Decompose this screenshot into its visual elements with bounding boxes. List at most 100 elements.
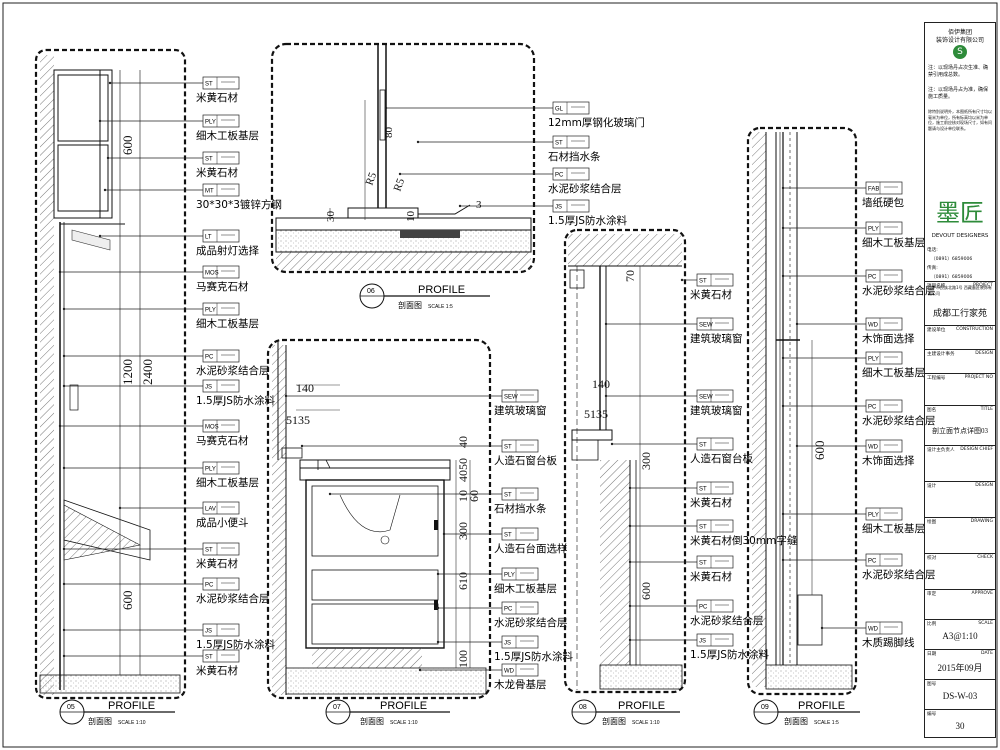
scale-label: 比例 (927, 622, 937, 627)
dim-06-6: 3 (476, 199, 482, 211)
profile-05-scale: SCALE 1:10 (118, 720, 146, 726)
sheet-label: 编号 (927, 712, 937, 717)
profile-05-number: 05 (67, 704, 75, 711)
callout-tag-box (696, 481, 734, 495)
company-name-2: 装饰设计有限公司 (935, 37, 984, 44)
callout-text: 石材挡水条 (548, 150, 601, 163)
callout-tag-box (865, 181, 903, 195)
profile-07-boundary (266, 338, 492, 700)
callout-code: PLY (504, 573, 515, 579)
callout-08-4: ST 米黄石材 (628, 481, 734, 509)
callout-code: PC (205, 583, 214, 589)
project-no-label-en: PROJECT NO (964, 375, 993, 380)
profile-06-boundary (270, 42, 536, 274)
dim-07-8: 300 (456, 522, 470, 540)
callout-tag-box (696, 519, 734, 533)
callout-tag-box (696, 599, 734, 613)
callout-code: ST (205, 157, 213, 163)
callout-text: 水泥砂浆结合层 (196, 364, 270, 377)
dim-08-4: 300 (639, 452, 653, 470)
dim-06-3: R5 (392, 176, 408, 193)
callout-text: 建筑玻璃窗 (690, 332, 743, 345)
company-logo-icon: S (953, 45, 967, 59)
callout-tag-box (501, 663, 539, 677)
date-value: 2015年09月 (937, 663, 983, 673)
profile-06-number: 06 (367, 288, 375, 295)
callout-text: 木龙骨基层 (494, 678, 547, 691)
design-label-en: DESIGN (975, 351, 993, 356)
dim-05-4: 600 (120, 591, 135, 611)
callout-text: 建筑玻璃窗 (494, 404, 547, 417)
profile-09-boundary (746, 126, 858, 696)
profile-09-title: PROFILE (798, 700, 845, 712)
callout-tag-box (552, 167, 590, 181)
callout-text: 细木工板基层 (494, 582, 557, 595)
dim-06-5: 10 (405, 211, 417, 223)
approve-label: 审定 (927, 592, 937, 597)
dim-08-5: 600 (639, 582, 653, 600)
callout-09-9: WD 木质踢脚线 (820, 621, 915, 649)
dim-06-4: 30 (325, 211, 337, 223)
callout-code: ST (205, 82, 213, 88)
callout-tag-box (202, 649, 240, 663)
project-name: 成都工行家苑 (932, 308, 987, 318)
dim-07-6: 40 (456, 470, 470, 482)
callout-code: ST (699, 487, 707, 493)
dim-05-3: 2400 (140, 359, 155, 385)
callout-text: 墙纸硬包 (862, 196, 904, 209)
callout-code: JS (205, 629, 212, 635)
callout-code: SEW (699, 395, 713, 401)
callout-tag-box (552, 101, 590, 115)
project-label: 项目名称 (927, 284, 946, 289)
callout-tag-box (202, 229, 240, 243)
tel-label: 电话: (927, 248, 938, 253)
callout-code: PC (555, 173, 564, 179)
drawing-no-label: 图号 (927, 682, 937, 687)
callout-tag-box (865, 317, 903, 331)
callout-text: 米黄石材 (196, 166, 238, 179)
design-label: 主建设计事务 (927, 352, 955, 357)
callout-text: 米黄石材倒30mm字缝 (690, 534, 798, 547)
callout-05-8: JS1.5厚JS防水涂料 (62, 379, 275, 407)
callout-tag-box (202, 461, 240, 475)
callout-tag-box (202, 183, 240, 197)
callout-code: PC (868, 559, 877, 565)
callout-code: SEW (699, 323, 713, 329)
callout-code: WD (868, 627, 879, 633)
profile-08-scale: SCALE 1:10 (632, 720, 660, 726)
dim-05-2: 1200 (120, 359, 135, 385)
date-label-en: DATE (981, 651, 993, 656)
callout-code: PLY (868, 227, 879, 233)
callout-code: WD (868, 445, 879, 451)
dim-07-3: 50 (456, 458, 470, 470)
callout-tag-box (865, 553, 903, 567)
tel-value: （0891）6859006 (931, 257, 973, 262)
callout-tag-box (501, 567, 539, 581)
callout-text: 细木工板基层 (862, 236, 925, 249)
callout-text: 马赛克石材 (196, 280, 249, 293)
callout-code: PC (205, 355, 214, 361)
callout-code: JS (699, 639, 706, 645)
dim-06-2: R5 (364, 170, 380, 187)
profile-09-number: 09 (761, 704, 769, 711)
sheet-value: 30 (955, 721, 965, 731)
callout-tag-box (202, 623, 240, 637)
callout-text: 木质踢脚线 (862, 636, 915, 649)
profile-08-subtitle: 剖面图 (602, 716, 626, 726)
callout-text: 米黄石材 (690, 496, 732, 509)
callout-07-6: JS1.5厚JS防水涂料 (436, 635, 573, 663)
date-label: 日期 (927, 652, 937, 657)
profile-09-section: 600 FAB墙纸硬包PLY细木工板基层PC水泥砂浆结合层WD木饰面选择PLY细… (746, 126, 936, 726)
